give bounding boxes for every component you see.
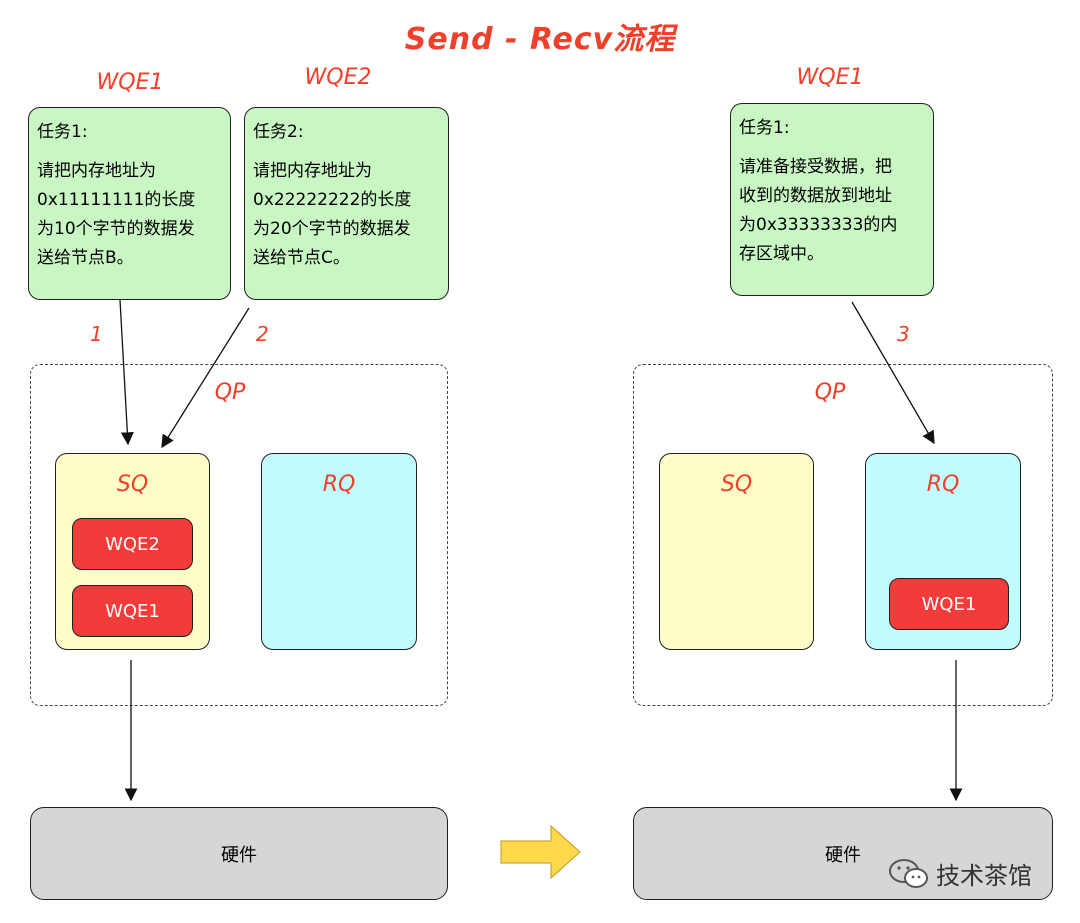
qp-container-left	[30, 364, 448, 706]
sq-item-wqe1: WQE1	[72, 585, 193, 637]
wqe1-label-left: WQE1	[96, 70, 164, 95]
arrow-step-3	[851, 301, 935, 445]
arrow-step-1	[119, 299, 134, 446]
task1-box-left: 任务1: 请把内存地址为 0x11111111的长度 为10个字节的数据发 送给…	[28, 107, 231, 300]
watermark: 技术茶馆	[888, 856, 1032, 891]
transition-arrow	[500, 824, 581, 880]
task2-box: 任务2: 请把内存地址为 0x22222222的长度 为20个字节的数据发 送给…	[244, 107, 449, 300]
task2-body: 请把内存地址为 0x22222222的长度 为20个字节的数据发 送给节点C。	[253, 161, 412, 268]
step-3-label: 3	[897, 322, 910, 346]
send-queue-right: SQ	[659, 453, 814, 650]
task2-heading: 任务2:	[253, 122, 304, 142]
step-2-label: 2	[256, 322, 269, 346]
task1-heading-left: 任务1:	[37, 122, 88, 142]
arrow-step-2	[161, 307, 250, 449]
hardware-box-right: 硬件	[633, 807, 1053, 900]
task1-heading-right: 任务1:	[739, 118, 790, 138]
rq-item-wqe1: WQE1	[889, 578, 1009, 630]
qp-label-right: QP	[814, 380, 846, 405]
receive-queue-left: RQ	[261, 453, 417, 650]
sq-item-wqe2: WQE2	[72, 518, 193, 570]
task1-box-right: 任务1: 请准备接受数据，把 收到的数据放到地址 为0x33333333的内 存…	[730, 103, 934, 296]
rq-label-left: RQ	[322, 472, 356, 497]
send-queue-left: SQ WQE2 WQE1	[55, 453, 210, 650]
wqe2-label: WQE2	[304, 65, 372, 90]
hardware-box-left: 硬件	[30, 807, 448, 900]
qp-label-left: QP	[214, 380, 246, 405]
task1-body-left: 请把内存地址为 0x11111111的长度 为10个字节的数据发 送给节点B。	[37, 161, 196, 268]
watermark-text: 技术茶馆	[936, 862, 1032, 890]
diagram-title: Send - Recv流程	[404, 22, 676, 57]
task1-body-right: 请准备接受数据，把 收到的数据放到地址 为0x33333333的内 存区域中。	[739, 157, 898, 264]
wqe1-label-right: WQE1	[796, 65, 864, 90]
wechat-icon	[889, 858, 928, 888]
step-1-label: 1	[90, 322, 103, 346]
sq-label-left: SQ	[116, 472, 149, 497]
rq-label-right: RQ	[926, 472, 960, 497]
receive-queue-right: RQ WQE1	[865, 453, 1021, 650]
qp-container-right	[633, 364, 1053, 706]
sq-label-right: SQ	[720, 472, 753, 497]
